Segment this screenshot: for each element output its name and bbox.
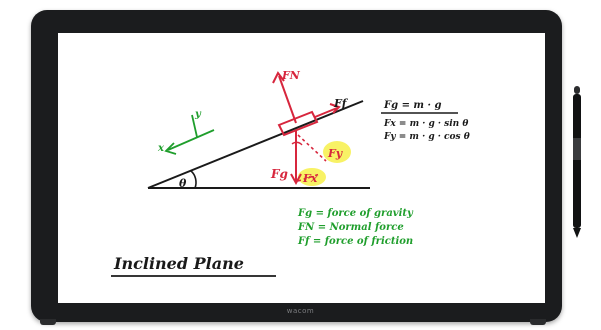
whiteboard-drawing: θ FN Ff Fg Fy Fx x y Fg = m · g Fx = m ·… [111, 69, 470, 277]
gravity-force-arrowhead [290, 173, 302, 186]
component-angle-arc [291, 141, 303, 146]
highlight-fy [323, 141, 351, 163]
legend-fn: FN = Normal force [297, 222, 404, 233]
equation-fg: Fg = m · g [383, 100, 441, 111]
equation-fy: Fy = m · g · cos θ [383, 132, 470, 142]
normal-force-arrowhead [272, 71, 285, 84]
axis-x-line [167, 129, 215, 151]
angle-arc [190, 170, 197, 189]
board-title: Inclined Plane [113, 254, 244, 273]
incline-slope [147, 100, 364, 189]
label-ff: Ff [333, 97, 349, 110]
tablet-foot-left [40, 319, 56, 325]
tablet-foot-right [530, 319, 546, 325]
label-fx: Fx [302, 172, 318, 185]
friction-force-arrowhead [329, 103, 341, 114]
axis-x-label: x [157, 143, 165, 154]
legend-fg: Fg = force of gravity [297, 208, 414, 219]
block [277, 110, 319, 137]
label-fn: FN [281, 69, 301, 82]
brand-logo: wacom [286, 307, 315, 315]
axis-y-line [191, 114, 198, 138]
axis-y-label: y [194, 109, 202, 120]
equation-fx: Fx = m · g · sin θ [383, 119, 468, 129]
gravity-y-component-arrow [297, 134, 327, 162]
normal-force-arrow [278, 75, 297, 124]
legend-ff: Ff = force of friction [297, 236, 413, 247]
axis-x-arrowhead [164, 142, 177, 155]
angle-theta-label: θ [179, 177, 187, 190]
tablet-screen: θ FN Ff Fg Fy Fx x y Fg = m · g Fx = m ·… [58, 33, 545, 303]
label-fg: Fg [270, 167, 288, 181]
friction-force-arrow [314, 107, 338, 118]
stylus-pen [572, 86, 582, 238]
gravity-x-component-arrow [297, 173, 321, 182]
label-fy: Fy [327, 147, 344, 160]
